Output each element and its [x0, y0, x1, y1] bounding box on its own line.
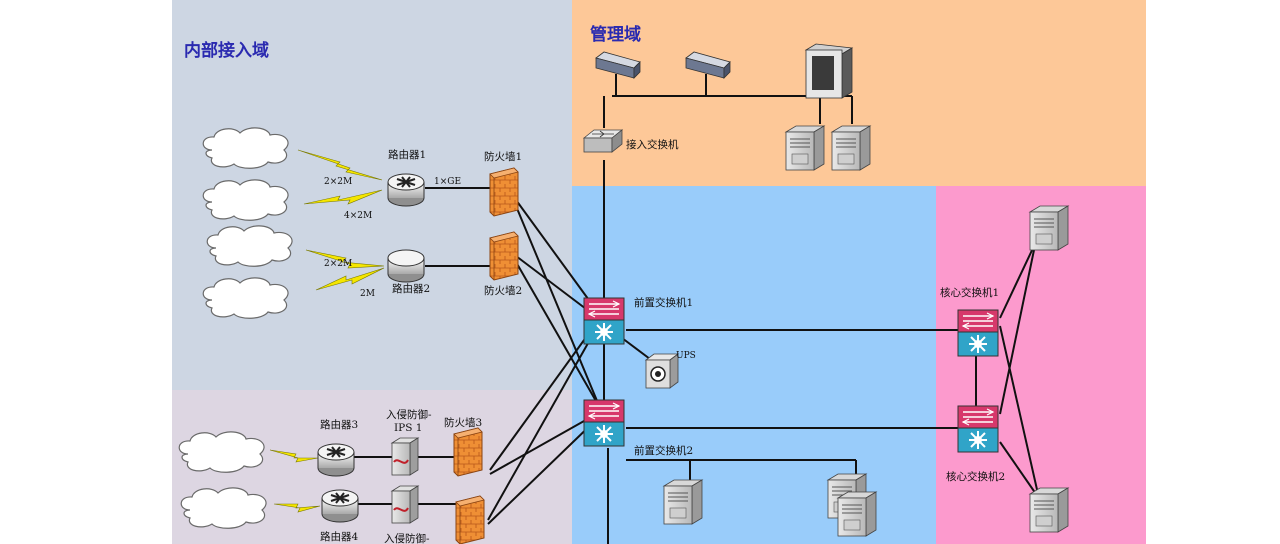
router-2-icon [387, 249, 425, 283]
ips-2-icon [391, 485, 419, 524]
link-label-r1-a: 2×2M [324, 177, 352, 187]
router-3-label: 路由器3 [320, 418, 358, 431]
firewall-2-icon [489, 231, 519, 281]
core-switch-1-icon [957, 309, 999, 357]
router-1-label: 路由器1 [388, 148, 426, 161]
router-4-icon [322, 490, 358, 522]
firewall-2-label: 防火墙2 [484, 284, 522, 297]
cloud-3 [206, 225, 293, 267]
server-lower-1-icon [663, 479, 703, 525]
mgmt-device-2-icon [685, 51, 731, 79]
cloud-5 [178, 431, 265, 473]
ups-icon [644, 353, 680, 389]
link-label-r2-b: 2M [360, 289, 375, 299]
firewall-1-icon [489, 167, 519, 217]
link-label-r2-a: 2×2M [324, 259, 352, 269]
link-label-r1-b: 4×2M [344, 211, 372, 221]
management-zone-title: 管理域 [590, 24, 641, 45]
cloud-2 [202, 179, 289, 221]
cloud-1 [202, 127, 289, 169]
front-switch-zone [572, 186, 936, 544]
firewall-4-icon [455, 495, 485, 544]
ips-2-label-line1: 入侵防御- [384, 532, 430, 544]
front-switch-1-icon [583, 297, 625, 345]
firewall-3-label: 防火墙3 [444, 416, 482, 429]
mgmt-server-2-icon [831, 125, 871, 171]
router-2-label: 路由器2 [392, 282, 430, 295]
front-switch-2-label: 前置交换机2 [634, 444, 693, 457]
ups-label: UPS [676, 351, 696, 361]
access-switch-label: 接入交换机 [626, 138, 679, 151]
cloud-6 [180, 487, 267, 529]
core-server-1-icon [1029, 205, 1069, 251]
mgmt-tower-server-icon [804, 43, 854, 99]
firewall-3-icon [453, 427, 483, 477]
core-server-2-icon [1029, 487, 1069, 533]
wan-links [269, 149, 385, 513]
mgmt-device-1-icon [595, 51, 641, 79]
ips-1-label-line1: 入侵防御- [386, 408, 432, 421]
server-lower-3-icon [837, 491, 877, 537]
link-label-ge: 1×GE [434, 177, 461, 187]
core-switch-2-label: 核心交换机2 [946, 470, 1005, 483]
access-switch-icon [582, 129, 624, 153]
front-switch-1-label: 前置交换机1 [634, 296, 693, 309]
front-switch-2-icon [583, 399, 625, 447]
firewall-1-label: 防火墙1 [484, 150, 522, 163]
cloud-4 [202, 277, 289, 319]
core-switch-2-icon [957, 405, 999, 453]
ips-1-icon [391, 437, 419, 476]
router-4-label: 路由器4 [320, 530, 358, 543]
router-1-icon [388, 174, 424, 206]
mgmt-server-1-icon [785, 125, 825, 171]
router-3-icon [318, 444, 354, 476]
internal-access-zone-title: 内部接入域 [184, 40, 269, 61]
ips-1-label-line2: IPS 1 [394, 422, 422, 434]
core-switch-1-label: 核心交换机1 [940, 286, 999, 299]
